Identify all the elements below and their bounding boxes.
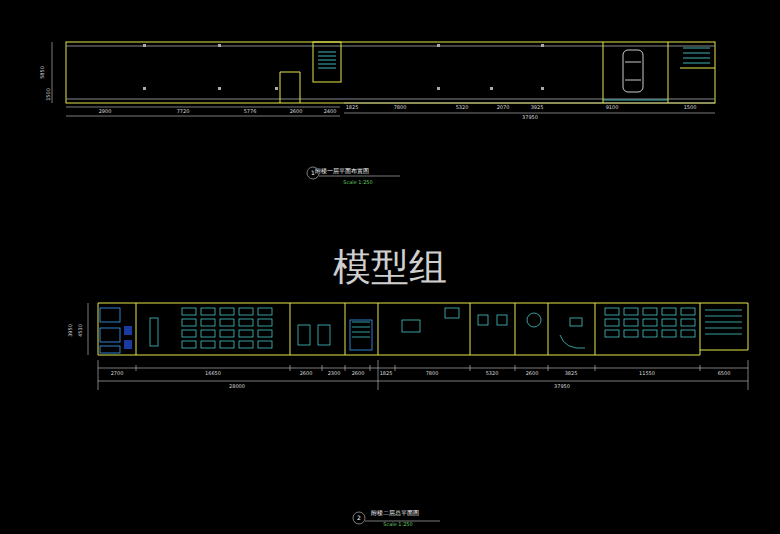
table-symbol: [201, 330, 215, 337]
table-symbol: [239, 330, 253, 337]
table-symbol: [624, 308, 638, 315]
table-symbol: [643, 330, 657, 337]
table-symbol: [605, 319, 619, 326]
table-symbol: [239, 341, 253, 348]
table-symbol: [681, 319, 695, 326]
dimension-label: 3925: [530, 105, 545, 110]
table-symbol: [662, 319, 676, 326]
table-symbol: [662, 330, 676, 337]
scale-note: Scale 1:250: [342, 180, 373, 185]
dimension-label: 2600: [299, 371, 314, 376]
dimension-label: 1825: [345, 105, 360, 110]
dimension-label: 3950: [67, 323, 72, 338]
dimension-label: 5320: [485, 371, 500, 376]
table-symbol: [220, 308, 234, 315]
dimension-label: 1500: [45, 87, 50, 102]
table-symbol: [182, 319, 196, 326]
dimension-label: 28000: [228, 384, 246, 389]
dimension-label: 2600: [525, 371, 540, 376]
table-symbol: [258, 308, 272, 315]
dimension-label: 37950: [521, 115, 539, 120]
table-symbol: [182, 330, 196, 337]
table-symbol: [239, 319, 253, 326]
table-symbol: [662, 308, 676, 315]
dimension-label: 2300: [327, 371, 342, 376]
dimension-label: 7720: [176, 109, 191, 114]
dimension-label: 2900: [98, 109, 113, 114]
table-symbol: [220, 319, 234, 326]
dimension-label: 2700: [110, 371, 125, 376]
table-symbol: [258, 319, 272, 326]
dimension-label: 4530: [77, 323, 82, 338]
dimension-label: 2600: [289, 109, 304, 114]
table-symbol: [624, 330, 638, 337]
table-symbol: [182, 341, 196, 348]
table-symbol: [624, 319, 638, 326]
table-symbol: [239, 308, 253, 315]
table-symbol: [605, 308, 619, 315]
dimension-label: 7800: [393, 105, 408, 110]
dimension-label: 16650: [204, 371, 222, 376]
dimension-label: 5776: [243, 109, 258, 114]
dimension-label: 5850: [39, 65, 44, 80]
table-symbol: [643, 308, 657, 315]
table-symbol: [201, 341, 215, 348]
dimension-label: 11550: [638, 371, 656, 376]
dimension-label: 2400: [323, 109, 338, 114]
table-symbol: [182, 308, 196, 315]
dimension-label: 37950: [553, 384, 571, 389]
dimension-label: 5320: [455, 105, 470, 110]
table-symbol: [201, 319, 215, 326]
dimension-label: 2070: [496, 105, 511, 110]
drawing-title: 附楼一层平面布置图: [314, 168, 370, 174]
table-symbol: [201, 308, 215, 315]
table-symbol: [681, 330, 695, 337]
table-symbol: [220, 330, 234, 337]
dimension-label: 3825: [564, 371, 579, 376]
dimension-label: 2600: [351, 371, 366, 376]
drawing-title: 附楼二层总平面图: [370, 510, 420, 516]
table-symbol: [605, 330, 619, 337]
table-symbol: [258, 341, 272, 348]
dimension-label: 6500: [717, 371, 732, 376]
watermark: 模型组: [332, 248, 448, 286]
scale-note: Scale 1:250: [382, 522, 413, 527]
table-symbol: [681, 308, 695, 315]
dimension-label: 1500: [683, 105, 698, 110]
dimension-label: 1825: [379, 371, 394, 376]
table-symbol: [220, 341, 234, 348]
dimension-label: 9100: [605, 105, 620, 110]
callout-number: 2: [356, 515, 362, 521]
table-symbol: [258, 330, 272, 337]
table-symbol: [643, 319, 657, 326]
dimension-label: 7800: [425, 371, 440, 376]
